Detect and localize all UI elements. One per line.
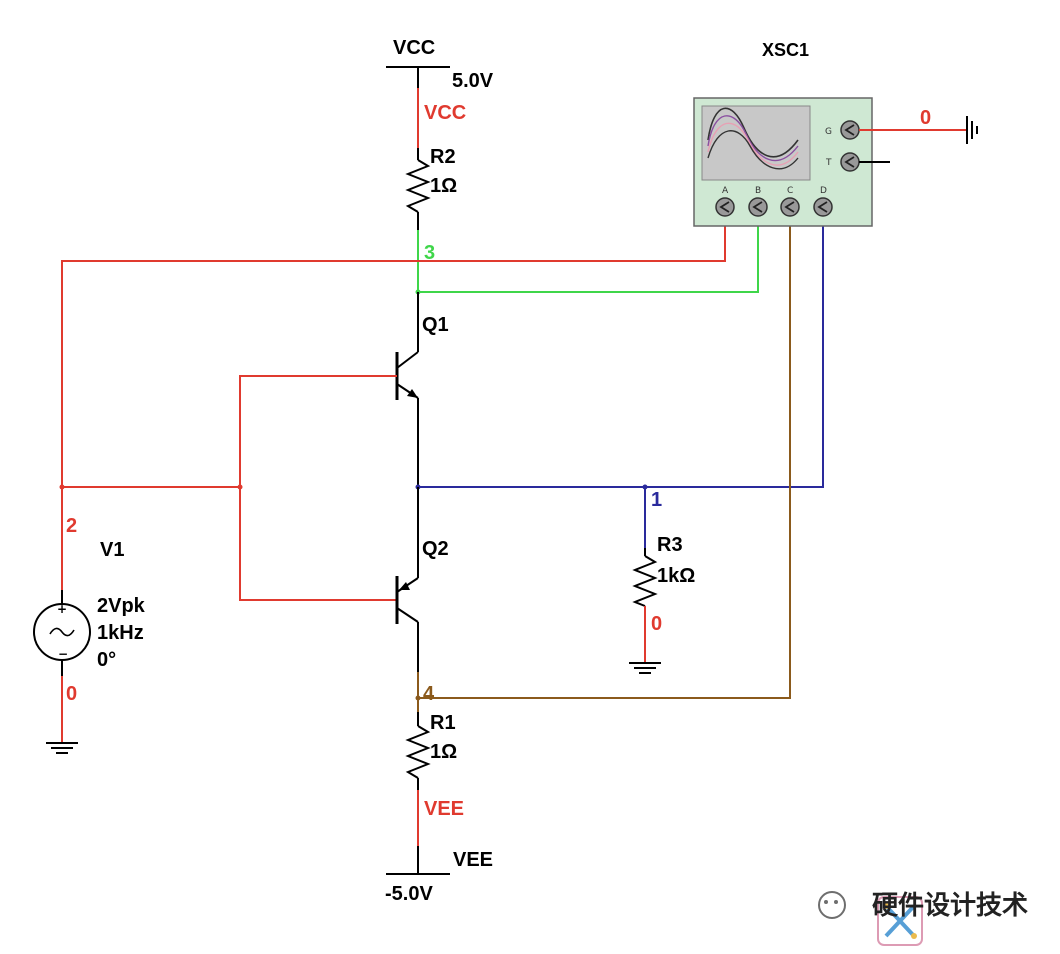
r3-ground-symbol [629,662,661,674]
r3-ground-net-label: 0 [651,613,662,635]
vee-voltage-label: -5.0V [385,883,433,905]
scope-ground-symbol [966,116,978,144]
scope-channel-b-letter: B [755,186,761,196]
scope-channel-a-wire[interactable] [61,222,726,590]
vee-net-label: VEE [424,798,464,820]
r3-resistor[interactable] [632,548,658,607]
r1-value-label: 1Ω [430,741,457,763]
r2-value-label: 1Ω [430,175,457,197]
v1-frequency-label: 1kHz [97,622,144,644]
watermark-logo [818,891,923,946]
v1-ground-net-label: 0 [66,683,77,705]
q2-label: Q2 [422,538,449,560]
vcc-net-label: VCC [424,102,466,124]
svg-text:+: + [57,602,67,616]
r2-resistor[interactable] [405,148,431,230]
vee-supply[interactable] [386,846,450,875]
r3-value-label: 1kΩ [657,565,695,587]
node2-label: 2 [66,515,77,537]
scope-channel-b-wire[interactable] [418,222,759,293]
q1-label: Q1 [422,314,449,336]
vcc-supply[interactable] [386,66,450,88]
r2-name-label: R2 [430,146,456,168]
node3-label: 3 [424,242,435,264]
scope-channel-a-letter: A [722,186,729,196]
v1-amplitude-label: 2Vpk [97,595,146,617]
scope-terminal-d[interactable] [813,197,833,217]
r3-name-label: R3 [657,534,683,556]
scope-g-letter: G [825,127,832,137]
svg-text:−: − [58,647,68,661]
v1-ac-source[interactable]: + − [33,590,91,676]
scope-t-letter: T [825,158,832,168]
scope-ground-net-label: 0 [920,107,931,129]
scope-channel-d-wire[interactable] [418,222,824,488]
scope-channel-d-letter: D [820,186,827,196]
watermark-text: 硬件设计技术 [872,891,1028,921]
base-drive-wire[interactable] [239,375,397,601]
scope-terminal-b[interactable] [748,197,768,217]
scope-name-label: XSC1 [762,40,809,60]
scope-terminal-t[interactable] [840,152,860,172]
v1-ground-symbol [46,742,78,754]
scope-terminal-g[interactable] [840,120,860,140]
r1-name-label: R1 [430,712,456,734]
node4-junction [415,695,421,701]
node1-junction-right [642,484,648,490]
scope-terminal-a[interactable] [715,197,735,217]
v1-phase-label: 0° [97,649,116,671]
v1-name-label: V1 [100,539,124,561]
node1-label: 1 [651,489,662,511]
node2-junction-right [237,484,243,490]
vcc-supply-label: VCC [393,37,435,59]
q2-pnp-transistor[interactable] [395,487,419,672]
vee-supply-label: VEE [453,849,493,871]
q1-npn-transistor[interactable] [395,351,419,487]
scope-channel-c-wire[interactable] [418,222,791,699]
node4-label: 4 [423,683,435,705]
vcc-voltage-label: 5.0V [452,70,494,92]
r1-resistor[interactable] [405,712,431,790]
scope-channel-c-letter: C [787,186,793,196]
scope-terminal-c[interactable] [780,197,800,217]
node2-junction-left [59,484,65,490]
